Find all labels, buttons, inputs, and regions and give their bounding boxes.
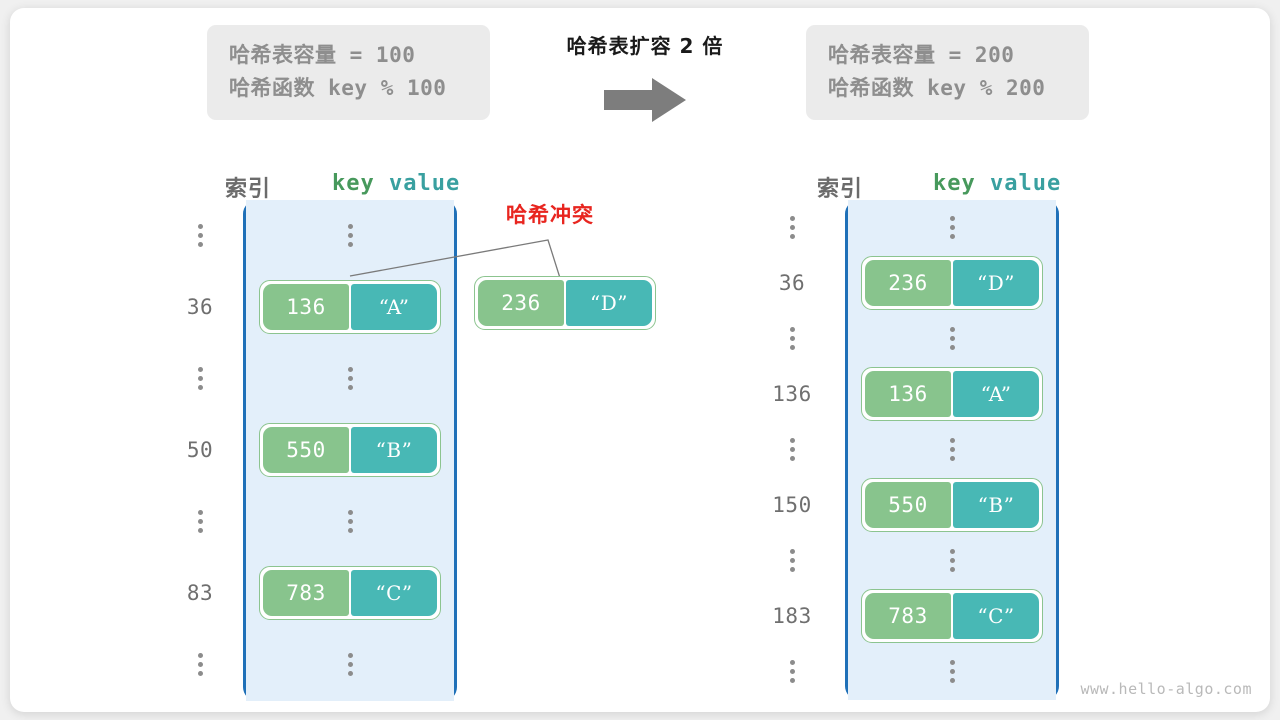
table-row: 550“B” <box>845 478 1059 534</box>
collision-label: 哈希冲突 <box>506 203 594 227</box>
hash-table-after-info-box: 哈希表容量 = 200 哈希函数 key % 200 <box>806 25 1089 121</box>
white-card-background <box>10 8 1270 712</box>
vertical-ellipsis-icon <box>347 510 353 534</box>
left-index-column: 36 50 83 <box>168 200 232 701</box>
before-hash-function-line: 哈希函数 key % 100 <box>229 75 447 100</box>
index-ellipsis <box>760 644 824 700</box>
index-ellipsis <box>168 200 232 272</box>
key-value-pair[interactable]: 136“A” <box>259 280 441 335</box>
vertical-ellipsis-icon <box>347 653 353 677</box>
after-hash-function-line: 哈希函数 key % 200 <box>828 75 1046 100</box>
table-row: 136“A” <box>243 272 457 344</box>
value-cell: “D” <box>953 260 1039 307</box>
key-value-pair[interactable]: 550“B” <box>259 423 441 478</box>
table-row-ellipsis <box>243 200 457 272</box>
value-cell: “A” <box>351 284 437 331</box>
index-label: 36 <box>778 271 806 296</box>
vertical-ellipsis-icon <box>347 224 353 248</box>
vertical-ellipsis-icon <box>949 660 955 684</box>
table-row-ellipsis <box>845 200 1059 256</box>
index-label: 136 <box>772 382 812 407</box>
right-bucket-rows: 236“D” 136“A” 550“B” 783“C” <box>845 200 1059 700</box>
key-cell: 236 <box>865 260 951 307</box>
right-index-column-header: 索引 <box>816 177 863 202</box>
table-row: 783“C” <box>243 558 457 630</box>
right-index-column: 36 136 150 183 <box>760 200 824 700</box>
table-row: 550“B” <box>243 415 457 487</box>
expand-title: 哈希表扩容 2 倍 <box>566 34 724 58</box>
vertical-ellipsis-icon <box>197 367 203 391</box>
index-label: 83 <box>186 581 214 606</box>
watermark: www.hello-algo.com <box>1080 680 1252 698</box>
index-ellipsis <box>760 311 824 367</box>
value-cell: “C” <box>953 593 1039 640</box>
index-ellipsis <box>168 486 232 558</box>
index-ellipsis <box>168 343 232 415</box>
value-cell: “D” <box>566 280 652 326</box>
left-keyvalue-column-header: key value <box>331 171 461 196</box>
index-label: 50 <box>186 438 214 463</box>
key-cell: 136 <box>865 371 951 418</box>
left-bucket-rows: 136“A” 550“B” 783“C” <box>243 200 457 701</box>
key-cell: 136 <box>263 284 349 331</box>
table-row: 136“A” <box>845 367 1059 423</box>
key-cell: 550 <box>263 427 349 474</box>
vertical-ellipsis-icon <box>789 438 795 462</box>
vertical-ellipsis-icon <box>949 549 955 573</box>
table-row-ellipsis <box>845 311 1059 367</box>
index-ellipsis <box>760 533 824 589</box>
vertical-ellipsis-icon <box>197 653 203 677</box>
key-cell: 550 <box>865 482 951 529</box>
table-row: 236“D” <box>845 256 1059 312</box>
right-hash-table-buckets: 236“D” 136“A” 550“B” 783“C” <box>845 200 1059 700</box>
after-capacity-line: 哈希表容量 = 200 <box>828 43 1015 67</box>
vertical-ellipsis-icon <box>197 224 203 248</box>
table-row: 783“C” <box>845 589 1059 645</box>
index-ellipsis <box>168 629 232 701</box>
value-cell: “B” <box>351 427 437 474</box>
vertical-ellipsis-icon <box>347 367 353 391</box>
value-cell: “B” <box>953 482 1039 529</box>
key-value-pair[interactable]: 550“B” <box>861 478 1043 533</box>
table-row-ellipsis <box>243 629 457 701</box>
right-keyvalue-column-header: key value <box>932 171 1062 196</box>
index-label: 150 <box>772 493 812 518</box>
index-label: 36 <box>186 295 214 320</box>
vertical-ellipsis-icon <box>949 216 955 240</box>
collision-entry-pair: 236“D” <box>474 276 656 330</box>
index-ellipsis <box>760 422 824 478</box>
index-label: 183 <box>772 604 812 629</box>
table-row-ellipsis <box>845 422 1059 478</box>
vertical-ellipsis-icon <box>949 438 955 462</box>
left-hash-table-buckets: 136“A” 550“B” 783“C” <box>243 200 457 701</box>
key-cell: 236 <box>478 280 564 326</box>
vertical-ellipsis-icon <box>789 216 795 240</box>
index-ellipsis <box>760 200 824 256</box>
key-value-pair[interactable]: 136“A” <box>861 367 1043 422</box>
right-arrow-icon <box>500 74 790 126</box>
table-row-ellipsis <box>845 644 1059 700</box>
key-cell: 783 <box>865 593 951 640</box>
vertical-ellipsis-icon <box>789 549 795 573</box>
vertical-ellipsis-icon <box>949 327 955 351</box>
table-row-ellipsis <box>243 343 457 415</box>
table-row-ellipsis <box>845 533 1059 589</box>
key-cell: 783 <box>263 570 349 617</box>
key-value-pair[interactable]: 783“C” <box>861 589 1043 644</box>
hash-table-before-info-box: 哈希表容量 = 100 哈希函数 key % 100 <box>207 25 490 121</box>
key-value-pair[interactable]: 783“C” <box>259 566 441 621</box>
value-cell: “A” <box>953 371 1039 418</box>
key-value-pair[interactable]: 236“D” <box>474 276 656 330</box>
value-cell: “C” <box>351 570 437 617</box>
left-index-column-header: 索引 <box>224 177 271 202</box>
vertical-ellipsis-icon <box>789 660 795 684</box>
before-capacity-line: 哈希表容量 = 100 <box>229 43 416 67</box>
key-value-pair[interactable]: 236“D” <box>861 256 1043 311</box>
vertical-ellipsis-icon <box>197 510 203 534</box>
vertical-ellipsis-icon <box>789 327 795 351</box>
table-row-ellipsis <box>243 486 457 558</box>
